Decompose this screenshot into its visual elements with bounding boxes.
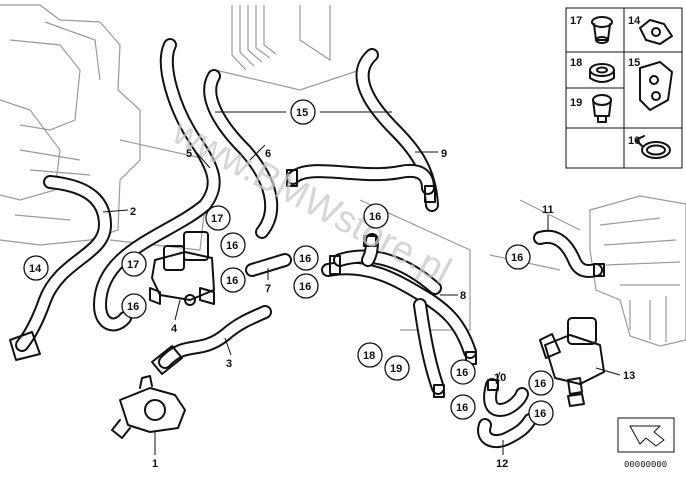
legend-17: 17: [570, 15, 582, 27]
leader-lines: [102, 111, 621, 455]
label-9: 9: [441, 148, 447, 160]
grommet-17-sketch: [591, 16, 613, 44]
valve-13: [539, 317, 605, 407]
svg-text:18: 18: [363, 350, 375, 362]
part-labels: 1 2 3 4 5 6 7 8 9 10 11 12 13: [130, 148, 635, 470]
svg-text:16: 16: [534, 378, 546, 390]
callout-16: 16: [505, 244, 531, 270]
hose-3: [151, 305, 272, 375]
background-pipes: [214, 5, 361, 91]
label-7: 7: [265, 283, 271, 295]
callout-16: 16: [528, 370, 554, 396]
label-3: 3: [226, 358, 232, 370]
callout-16: 16: [293, 245, 319, 271]
callout-16: 16: [220, 232, 246, 258]
svg-text:16: 16: [226, 275, 238, 287]
label-1: 1: [152, 458, 158, 470]
legend-19: 19: [570, 97, 582, 109]
callout-16: 16: [220, 267, 246, 293]
hose-8: [321, 233, 477, 395]
engine-sketch: [0, 4, 141, 246]
svg-text:16: 16: [456, 402, 468, 414]
callout-19: 19: [384, 355, 410, 381]
nut-19-sketch: [592, 94, 612, 123]
hose-5: [93, 38, 221, 332]
callout-15: 15: [290, 99, 316, 125]
label-8: 8: [460, 290, 466, 302]
svg-text:16: 16: [534, 408, 546, 420]
hose-upper-cross: [286, 163, 435, 195]
document-icon: [617, 417, 675, 453]
callout-16: 16: [450, 394, 476, 420]
svg-text:16: 16: [226, 240, 238, 252]
callout-17: 17: [121, 251, 147, 277]
clip-14-sketch: [639, 19, 673, 45]
label-6: 6: [265, 148, 271, 160]
svg-text:19: 19: [390, 363, 402, 375]
bracket-15-sketch: [639, 61, 673, 111]
callout-16: 16: [528, 400, 554, 426]
callouts: 14 15 17 16 17 16 16 16 16 16 18 19 16 1…: [23, 99, 554, 426]
callout-16: 16: [121, 293, 147, 319]
grommet-18-sketch: [589, 63, 615, 83]
document-number: 00000000: [624, 460, 667, 470]
label-5: 5: [186, 148, 192, 160]
svg-text:15: 15: [296, 107, 308, 119]
legend-18: 18: [570, 57, 582, 69]
legend-15: 15: [628, 57, 640, 69]
label-12: 12: [496, 458, 508, 470]
hose-2: [9, 175, 112, 361]
hose-12: [477, 413, 537, 449]
svg-text:16: 16: [511, 252, 523, 264]
legend-16: 16: [628, 135, 640, 147]
water-pump: [111, 375, 186, 439]
label-10: 10: [494, 372, 506, 384]
svg-text:16: 16: [127, 301, 139, 313]
hose-6: [203, 69, 278, 239]
hose-10: [483, 378, 529, 417]
callout-16: 16: [293, 273, 319, 299]
callout-16: 16: [363, 203, 389, 229]
svg-text:16: 16: [369, 211, 381, 223]
svg-text:17: 17: [211, 213, 223, 225]
svg-text:16: 16: [299, 253, 311, 265]
hose-11: [533, 229, 603, 278]
label-4: 4: [171, 323, 178, 335]
callout-16: 16: [450, 359, 476, 385]
hose-7: [245, 253, 292, 277]
svg-text:16: 16: [456, 367, 468, 379]
svg-text:16: 16: [299, 281, 311, 293]
callout-18: 18: [357, 342, 383, 368]
svg-text:14: 14: [29, 263, 42, 275]
svg-text:17: 17: [127, 259, 139, 271]
label-11: 11: [542, 204, 554, 216]
label-13: 13: [623, 370, 635, 382]
legend-14: 14: [628, 15, 641, 27]
valve-assembly: [149, 231, 215, 306]
callout-14: 14: [23, 255, 49, 281]
label-2: 2: [130, 206, 136, 218]
hose-clamp-16-sketch: [635, 135, 671, 159]
legend-panel: 17 14 18 15 19 16: [565, 7, 683, 169]
callout-17: 17: [205, 205, 231, 231]
